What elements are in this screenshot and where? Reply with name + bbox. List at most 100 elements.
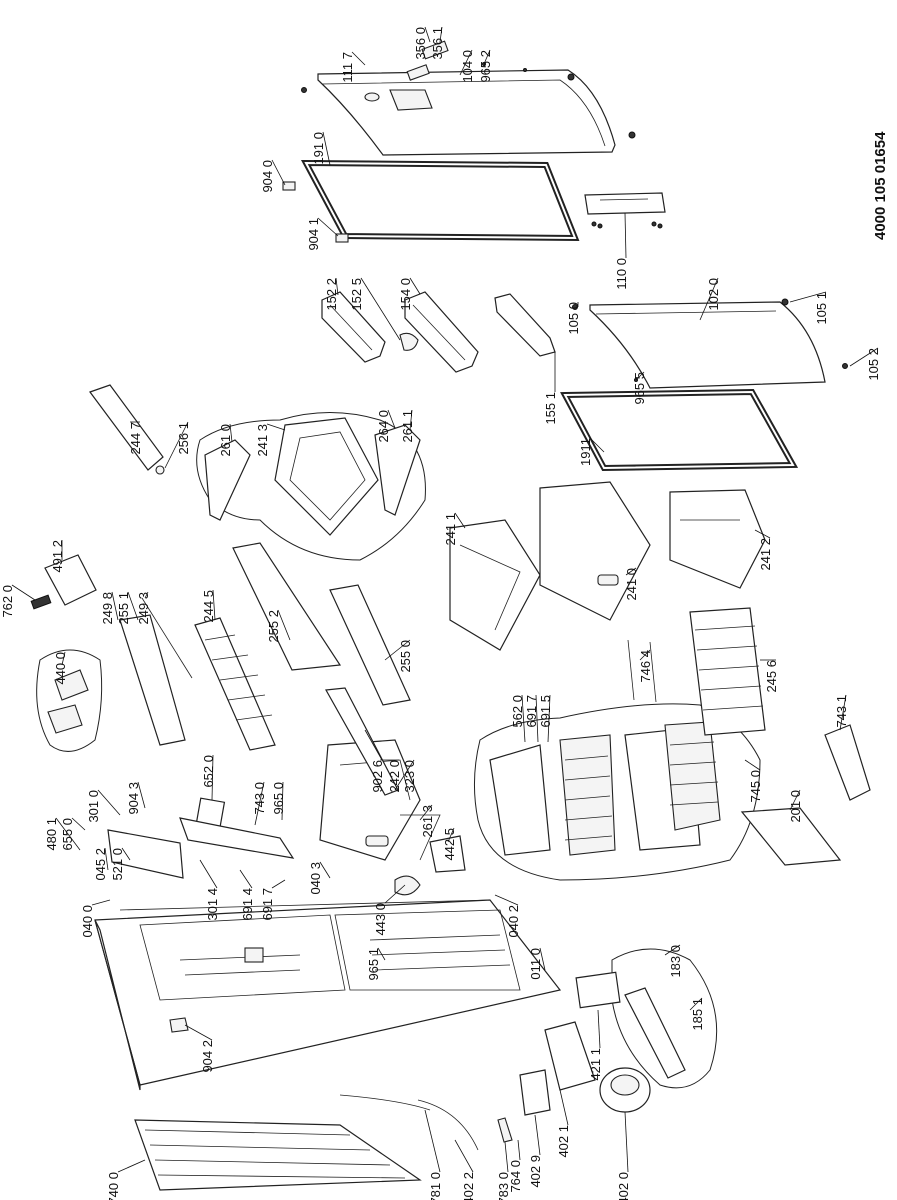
leader-line: [199, 859, 218, 889]
leader-line: [384, 639, 411, 661]
leader-line: [597, 1009, 601, 1049]
leader-line: [117, 1159, 146, 1173]
part-number-label: 255 2: [266, 610, 281, 643]
part-number-label: 256 1: [176, 422, 191, 455]
part-number-label: 105 2: [866, 348, 881, 381]
part-number-label: 443 0: [373, 903, 388, 936]
part-number-label: 104 0: [460, 50, 475, 83]
part-number-label: 691 5: [538, 695, 553, 728]
cover-plate-drawing: [740, 807, 842, 866]
part-number-label: 245 6: [764, 660, 779, 693]
part-number-label: 241 0: [624, 568, 639, 601]
leader-line: [447, 827, 455, 843]
part-number-label: 965 1: [366, 948, 381, 981]
part-number-label: 402 1: [556, 1125, 571, 1158]
leader-line: [744, 759, 761, 771]
leader-line: [104, 847, 109, 871]
part-number-label: 491 2: [50, 540, 65, 573]
glass-shelves-drawing: [119, 542, 411, 751]
leader-line: [454, 1139, 474, 1173]
leader-line: [494, 894, 519, 906]
part-number-label: 746 4: [638, 650, 653, 683]
leader-line: [91, 899, 111, 906]
leader-line: [281, 781, 284, 821]
part-number-label: 249 3: [136, 592, 151, 625]
part-number-label: 011 0: [528, 948, 543, 980]
leader-line: [625, 567, 637, 576]
part-number-label: 040 2: [506, 905, 521, 938]
bracket-drawing: [494, 293, 556, 357]
part-number-label: 040 3: [308, 862, 323, 895]
part-number-label: 152 5: [349, 278, 364, 311]
part-number-label: 191 0: [311, 132, 326, 165]
leader-line: [635, 371, 645, 381]
part-number-label: 781 0: [428, 1172, 443, 1200]
rails-drawing: [627, 639, 657, 703]
part-number-label: 241 1: [443, 513, 458, 546]
leader-line: [483, 49, 491, 65]
leader-line: [211, 754, 214, 801]
control-board-drawing: [107, 829, 184, 879]
part-number-label: 301 4: [205, 888, 220, 921]
part-number-label: 652 0: [201, 755, 216, 788]
part-number-label: 965 5: [632, 372, 647, 405]
part-number-label: 691 7: [524, 695, 539, 728]
leader-line: [754, 529, 771, 539]
leader-line: [394, 759, 415, 791]
part-number-label: 356 0: [413, 27, 428, 60]
pipe-drawing: [339, 1094, 431, 1111]
leader-line: [517, 1139, 521, 1161]
leader-line: [271, 879, 286, 889]
part-number-label: 261 0: [218, 424, 233, 457]
part-number-label: 152 2: [324, 278, 339, 311]
leader-line: [424, 1109, 441, 1173]
part-number-label: 183 0: [668, 945, 683, 978]
part-number-label: 402 2: [461, 1172, 476, 1200]
relay-box-drawing: [575, 971, 621, 1009]
leader-line: [589, 437, 605, 453]
handle-drawing: [584, 192, 666, 229]
leader-line: [504, 1141, 509, 1173]
part-number-label: 255 0: [398, 640, 413, 673]
lamp-cover-drawing: [89, 384, 164, 471]
condenser-drawing: [134, 1119, 422, 1191]
leader-line: [184, 1024, 213, 1041]
leader-line: [61, 651, 66, 666]
compressor-bracket-drawing: [544, 1021, 596, 1091]
part-number-label: 261 3: [420, 805, 435, 838]
leader-line: [322, 131, 331, 166]
evaporator-group: [473, 703, 761, 881]
leader-line: [360, 277, 401, 341]
leader-line: [212, 589, 216, 621]
part-number-label: 301 0: [86, 790, 101, 823]
part-number-label: 521 0: [110, 848, 125, 881]
part-number-label: 655 0: [60, 818, 75, 851]
part-number-label: 264 0: [376, 410, 391, 443]
leader-line: [144, 591, 149, 599]
control-panel-drawing: [44, 554, 97, 606]
leader-line: [71, 817, 86, 831]
crisper-drawing: [319, 687, 441, 861]
drain-tray-drawing: [519, 1069, 551, 1116]
door-shelf-drawing: [321, 291, 479, 373]
leader-line: [229, 423, 233, 443]
part-number-label: 323 0: [402, 760, 417, 793]
upper-door-drawing: [301, 40, 636, 156]
leader-line: [424, 26, 431, 43]
part-number-label: 1911: [578, 438, 593, 466]
part-number-label: 421 1: [588, 1048, 603, 1081]
part-number-label: 965 2: [478, 50, 493, 83]
leader-line: [387, 409, 396, 429]
small-clip-drawing: [335, 233, 349, 243]
leader-line: [409, 277, 421, 295]
part-number-label: 402 9: [528, 1155, 543, 1188]
leader-line: [839, 694, 847, 731]
part-number-label: 743 0: [252, 782, 267, 815]
lamp-assembly-group: [36, 649, 103, 752]
upper-door-gasket-drawing: [300, 159, 580, 242]
leader-line: [624, 212, 627, 259]
leader-line: [547, 694, 551, 743]
air-duct-drawing: [179, 817, 295, 859]
